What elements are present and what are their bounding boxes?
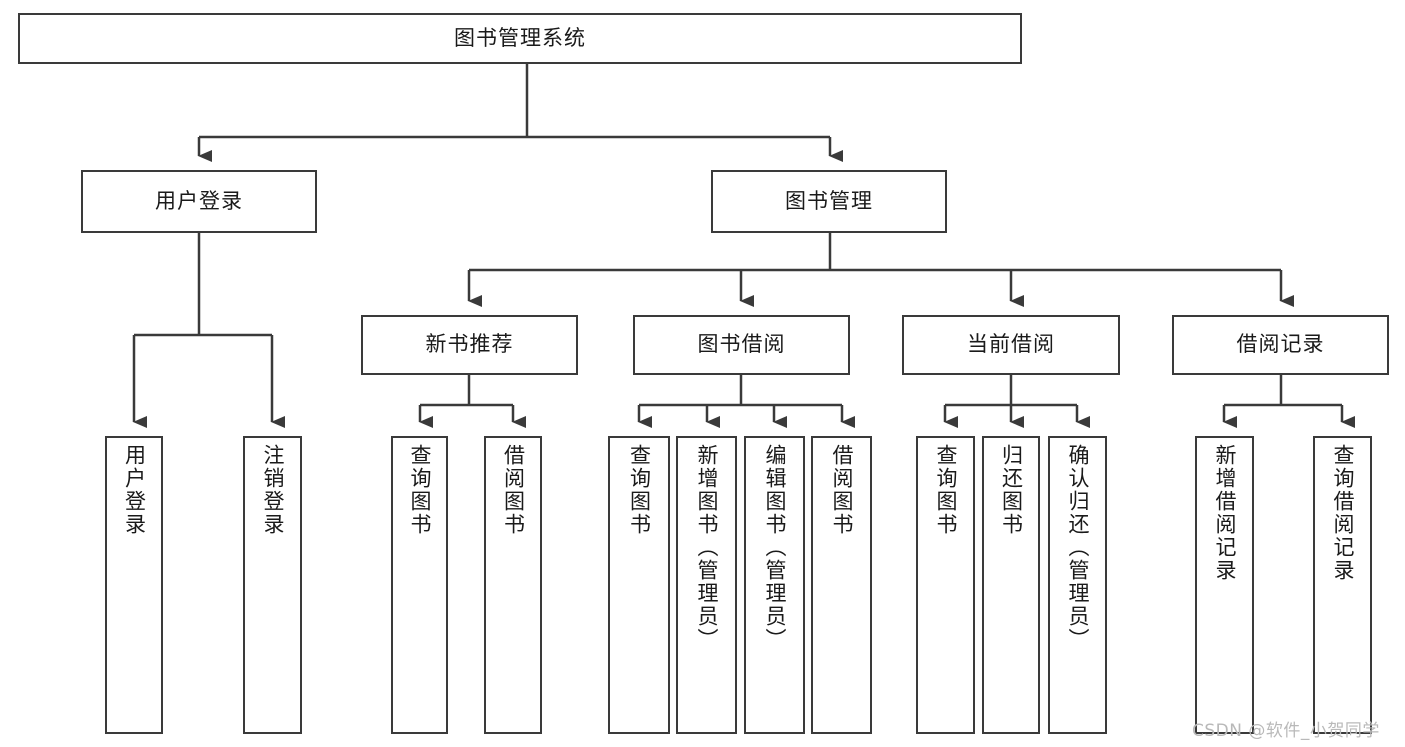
- node-root-label: 图书管理系统: [454, 25, 586, 50]
- leaf-node-label: 归还图书: [999, 444, 1024, 536]
- leaf-node-label: 查询图书: [627, 444, 652, 536]
- leaf-node[interactable]: 借阅图书: [484, 436, 542, 734]
- csdn-watermark: CSDN @软件_小贺同学: [1192, 721, 1380, 741]
- leaf-node[interactable]: 确认归还（管理员）: [1048, 436, 1107, 734]
- leaf-node[interactable]: 注销登录: [243, 436, 302, 734]
- node-book-borrow-label: 图书借阅: [697, 332, 786, 357]
- node-new-book-recommend[interactable]: 新书推荐: [361, 315, 578, 375]
- leaf-node[interactable]: 查询图书: [916, 436, 975, 734]
- node-root[interactable]: 图书管理系统: [18, 13, 1022, 64]
- leaf-node-label: 查询借阅记录: [1330, 444, 1355, 582]
- leaf-node-label: 编辑图书（管理员）: [762, 444, 787, 651]
- leaf-node[interactable]: 查询图书: [608, 436, 670, 734]
- leaf-node[interactable]: 新增图书（管理员）: [676, 436, 737, 734]
- node-borrow-records-label: 借阅记录: [1236, 332, 1325, 357]
- node-user-login[interactable]: 用户登录: [81, 170, 317, 233]
- leaf-node[interactable]: 查询图书: [391, 436, 448, 734]
- leaf-node-label: 新增图书（管理员）: [694, 444, 719, 651]
- leaf-node-label: 查询图书: [933, 444, 958, 536]
- node-user-login-label: 用户登录: [155, 188, 243, 213]
- leaf-node-label: 注销登录: [260, 444, 285, 536]
- leaf-node-label: 借阅图书: [501, 444, 526, 536]
- leaf-node-label: 借阅图书: [829, 444, 854, 536]
- leaf-node-label: 新增借阅记录: [1212, 444, 1237, 582]
- node-current-borrow-label: 当前借阅: [967, 332, 1055, 357]
- node-book-borrow[interactable]: 图书借阅: [633, 315, 850, 375]
- leaf-node[interactable]: 用户登录: [105, 436, 163, 734]
- leaf-node-label: 确认归还（管理员）: [1065, 444, 1090, 651]
- leaf-node-label: 查询图书: [407, 444, 432, 536]
- leaf-node[interactable]: 编辑图书（管理员）: [744, 436, 805, 734]
- node-current-borrow[interactable]: 当前借阅: [902, 315, 1120, 375]
- node-borrow-records[interactable]: 借阅记录: [1172, 315, 1389, 375]
- leaf-node-label: 用户登录: [122, 444, 147, 536]
- leaf-node[interactable]: 新增借阅记录: [1195, 436, 1254, 734]
- node-new-book-recommend-label: 新书推荐: [425, 332, 514, 357]
- leaf-node[interactable]: 借阅图书: [811, 436, 872, 734]
- leaf-node[interactable]: 归还图书: [982, 436, 1040, 734]
- node-book-management-label: 图书管理: [785, 188, 873, 213]
- node-book-management[interactable]: 图书管理: [711, 170, 947, 233]
- leaf-node[interactable]: 查询借阅记录: [1313, 436, 1372, 734]
